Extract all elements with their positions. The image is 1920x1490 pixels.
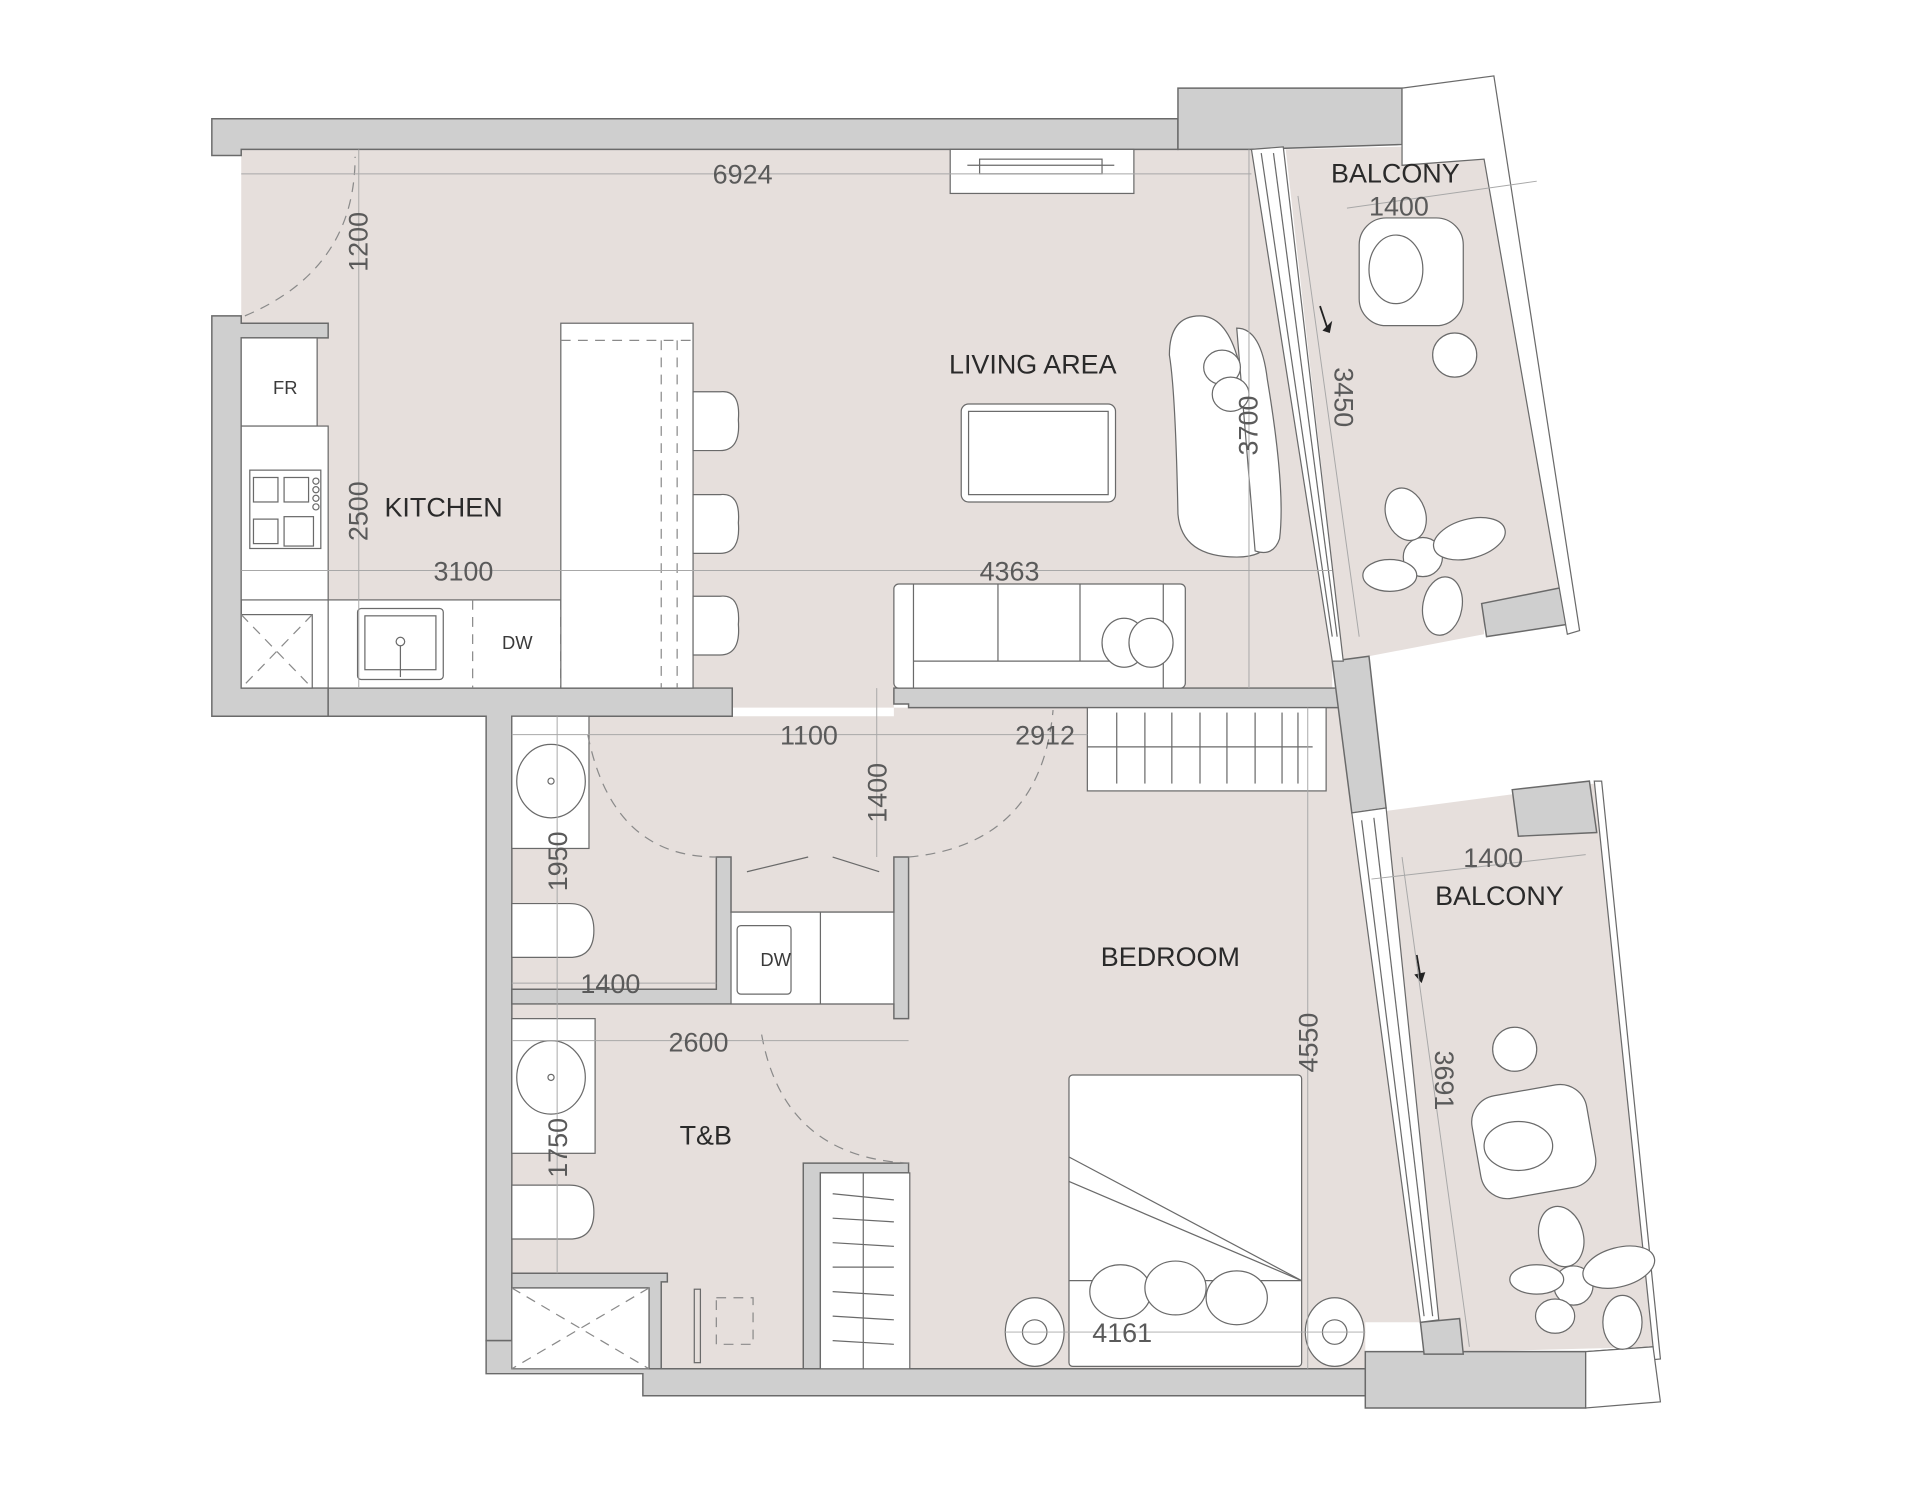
window-bottom-strip [1351, 807, 1440, 1323]
dim-hall-width: 1100 [780, 720, 838, 750]
powder-toilet [511, 902, 595, 959]
dim-tb-width: 2600 [669, 1028, 729, 1058]
room-label-living-area: LIVING AREA [949, 349, 1117, 379]
cooktop [249, 469, 322, 550]
bathroom-fixtures [511, 715, 754, 1370]
kitchen-island [560, 322, 694, 689]
dim-balcony-bottom-length: 3691 [1429, 1050, 1459, 1110]
dim-balcony-top-length: 3450 [1329, 367, 1359, 427]
living-fixtures [893, 148, 1282, 689]
window-top-strip [1250, 146, 1344, 662]
room-label-kitchen: KITCHEN [384, 493, 502, 523]
dim-powder-width: 1400 [580, 969, 640, 999]
wardrobe-bottom [819, 1172, 911, 1370]
dim-kitchen-width: 3100 [433, 556, 493, 586]
living-kitchen-floor [241, 149, 1333, 708]
coffee-table [960, 403, 1117, 503]
wardrobe-top [1086, 707, 1327, 792]
sink [356, 607, 444, 681]
dimension-labels: 6924 1200 2500 3100 4363 3700 1400 3450 … [343, 160, 1523, 1348]
wall-top-right-block [1177, 87, 1403, 151]
wall-bottom-right-block [1364, 1350, 1587, 1409]
door-swings [244, 156, 1054, 1164]
cooktop-burners-icon [252, 476, 320, 547]
room-labels: LIVING AREA KITCHEN BEDROOM T&B BALCONY … [384, 158, 1563, 1150]
room-label-balcony-top: BALCONY [1331, 158, 1460, 188]
hangers-top [1116, 712, 1299, 784]
room-label-bedroom: BEDROOM [1101, 942, 1240, 972]
dim-bedroom-height: 4550 [1294, 1013, 1324, 1073]
balcony-top-side-table [1432, 332, 1478, 378]
room-label-balcony-bottom: BALCONY [1435, 881, 1564, 911]
balcony-bottom-edge [1585, 1346, 1662, 1409]
dim-balcony-top-width: 1400 [1369, 191, 1429, 221]
dim-powder-height: 1950 [543, 831, 573, 891]
kitchen-fixtures: FR DW [240, 322, 740, 689]
bar-stools [692, 391, 740, 656]
dim-living-height: 3700 [1234, 396, 1264, 456]
tb-toilet [511, 1184, 595, 1240]
hangers-bottom [832, 1193, 894, 1345]
sliding-arrow-icon [1319, 305, 1426, 984]
dim-tb-height: 1750 [543, 1118, 573, 1178]
wall-living-bottom [893, 687, 1358, 709]
dim-hall-height: 1400 [863, 763, 893, 823]
bedroom-fixtures: DW [730, 707, 1365, 1370]
dim-entry-height: 1200 [343, 212, 373, 272]
dim-balcony-bottom-width: 1400 [1463, 843, 1523, 873]
storage-box [240, 613, 313, 689]
balcony-bottom-side-table [1492, 1026, 1538, 1072]
wall-balcony-bottom-left [1419, 1317, 1465, 1355]
dim-kitchen-height: 2500 [343, 481, 373, 541]
wall-balcony-bottom-corner [1511, 780, 1598, 837]
tv-console [949, 148, 1135, 195]
balcony-furniture [1319, 217, 1656, 1350]
kitchen-dishwasher-label: DW [502, 632, 533, 653]
dim-bedroom-top-width: 2912 [1015, 720, 1075, 750]
fridge [240, 337, 318, 427]
dimension-lines [241, 149, 1586, 1369]
dim-living-width: 4363 [980, 556, 1040, 586]
dim-bedroom-width: 4161 [1092, 1318, 1152, 1348]
balcony-top-plant-icon [1362, 487, 1506, 636]
dim-top-width: 6924 [713, 160, 773, 190]
fridge-label: FR [273, 377, 297, 398]
floor-areas [241, 144, 1656, 1369]
balcony-bottom-plant-icon [1509, 1205, 1656, 1350]
laundry-washer-label: DW [760, 949, 791, 970]
room-label-tb: T&B [680, 1121, 732, 1151]
